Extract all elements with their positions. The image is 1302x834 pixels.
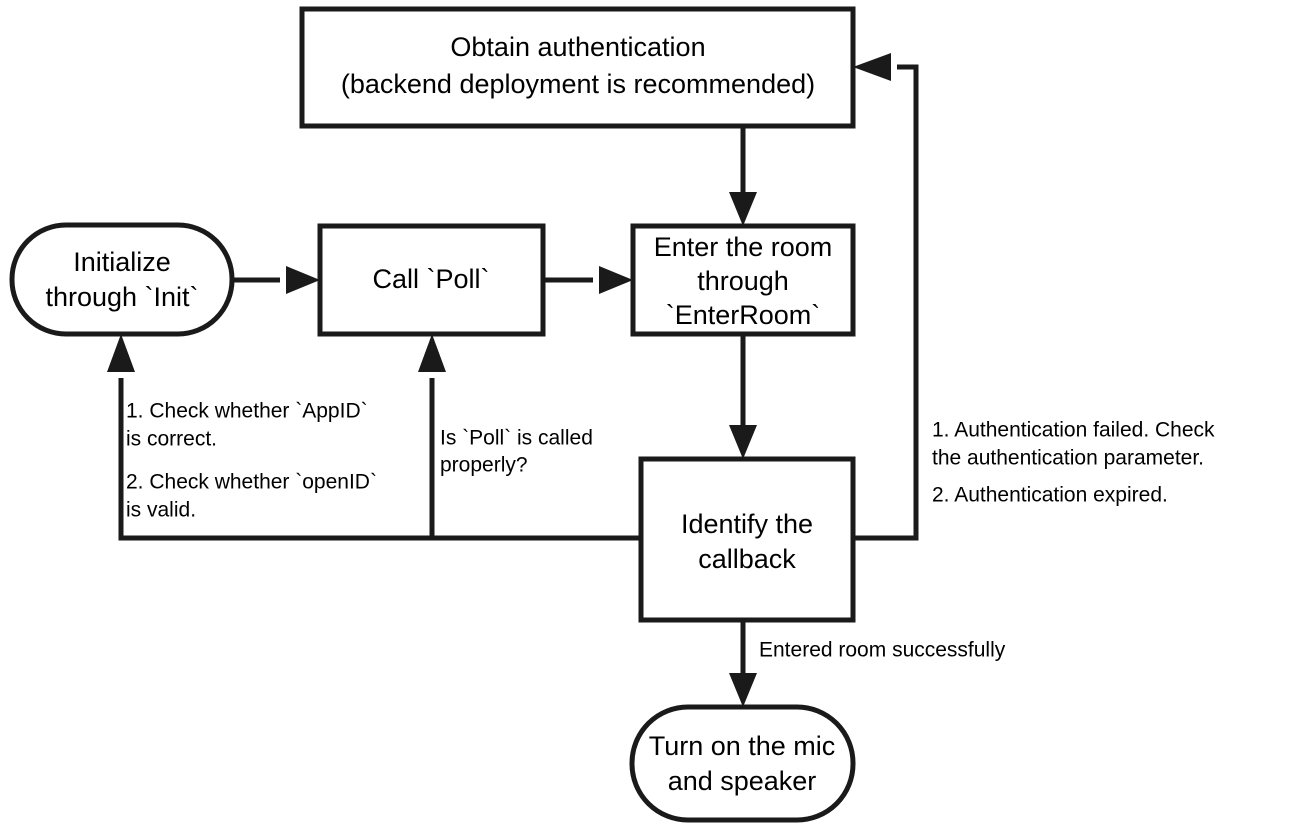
edge-label-auth-failed-expired: 1. Authentication failed. Check the auth…: [932, 419, 1215, 507]
edge-identify-callback-to-obtain-auth: [853, 53, 919, 541]
edge-identify-callback-to-initialize: [107, 334, 641, 541]
edge-obtain-auth-to-enter-room: [729, 126, 757, 226]
edge-identify-callback-to-turn-on-mic: [729, 620, 757, 707]
identify-callback-label-line-1: Identify the: [681, 509, 813, 539]
entered-room-successfully-label: Entered room successfully: [759, 639, 1006, 662]
edge-label-entered-room-successfully: Entered room successfully: [759, 639, 1006, 662]
enter-room-label-line-3: `EnterRoom`: [666, 300, 821, 330]
obtain-authentication-label-line-1: Obtain authentication: [450, 32, 705, 62]
enter-room-box[interactable]: [630, 223, 856, 337]
call-poll-label: Call `Poll`: [372, 264, 489, 294]
node-obtain-authentication[interactable]: Obtain authentication (backend deploymen…: [299, 6, 856, 129]
auth-failed-line-1: 1. Authentication failed. Check: [932, 419, 1215, 442]
poll-called-line-1: Is `Poll` is called: [440, 427, 593, 450]
node-enter-room[interactable]: Enter the room through `EnterRoom`: [630, 223, 856, 337]
initialize-box[interactable]: [9, 222, 235, 337]
identify-callback-box[interactable]: [638, 456, 856, 623]
obtain-authentication-label-line-2: (backend deployment is recommended): [341, 69, 815, 99]
check-appid-line-2: is correct.: [126, 428, 217, 451]
auth-failed-line-2: the authentication parameter.: [932, 447, 1204, 470]
obtain-authentication-box[interactable]: [299, 6, 856, 129]
enter-room-label-line-1: Enter the room: [654, 232, 833, 262]
call-poll-box[interactable]: [317, 223, 546, 337]
edge-label-check-appid-openid: 1. Check whether `AppID` is correct. 2. …: [126, 400, 377, 522]
check-appid-line-1: 1. Check whether `AppID`: [126, 400, 368, 423]
edge-enter-room-to-identify-callback: [729, 334, 757, 459]
check-openid-line-1: 2. Check whether `openID`: [126, 471, 377, 494]
node-call-poll[interactable]: Call `Poll`: [317, 223, 546, 337]
check-openid-line-2: is valid.: [126, 499, 196, 522]
edge-initialize-to-call-poll: [232, 266, 320, 294]
edge-identify-callback-to-call-poll: [418, 334, 446, 538]
poll-called-line-2: properly?: [440, 454, 528, 477]
turn-on-mic-label-line-1: Turn on the mic: [649, 731, 836, 761]
auth-expired-line-1: 2. Authentication expired.: [932, 484, 1168, 507]
node-initialize[interactable]: Initialize through `Init`: [9, 222, 235, 337]
edge-call-poll-to-enter-room: [543, 266, 633, 294]
turn-on-mic-label-line-2: and speaker: [668, 766, 817, 796]
edge-label-poll-called-properly: Is `Poll` is called properly?: [440, 427, 593, 477]
node-identify-callback[interactable]: Identify the callback: [638, 456, 856, 623]
node-turn-on-mic[interactable]: Turn on the mic and speaker: [629, 704, 856, 823]
enter-room-label-line-2: through: [697, 266, 789, 296]
initialize-label-line-1: Initialize: [73, 247, 171, 277]
turn-on-mic-box[interactable]: [629, 704, 856, 823]
identify-callback-label-line-2: callback: [698, 544, 796, 574]
initialize-label-line-2: through `Init`: [45, 282, 198, 312]
